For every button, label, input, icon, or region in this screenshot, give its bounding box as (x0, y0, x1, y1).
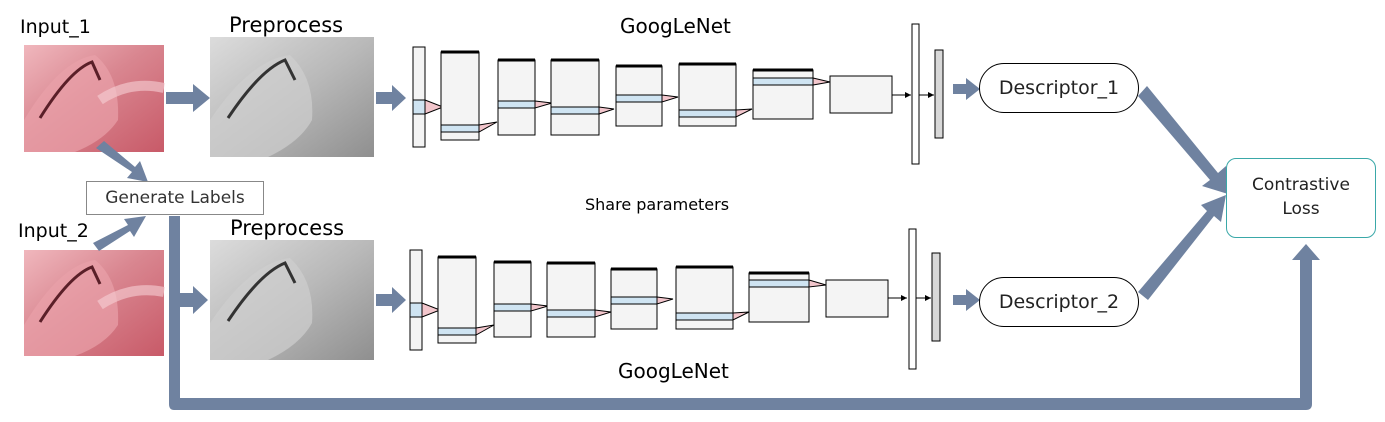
input1-label: Input_1 (20, 16, 91, 38)
contrastive-loss-box: Contrastive Loss (1226, 158, 1376, 238)
googlenet-bottom (409, 228, 941, 370)
preprocess1-image (210, 37, 374, 157)
arrow-descriptor2-to-loss (1138, 195, 1226, 300)
arrow-generate-to-preprocess2 (169, 216, 208, 314)
arrow-input1-to-preprocess1 (166, 84, 210, 112)
input2-label: Input_2 (18, 220, 89, 242)
share-parameters-label: Share parameters (585, 195, 730, 214)
descriptor1-box: Descriptor_1 (979, 63, 1139, 113)
generate-labels-box: Generate Labels (86, 181, 264, 215)
googlenet-top-label: GoogLeNet (620, 14, 731, 38)
arrow-input2-to-generate (93, 216, 146, 251)
arrow-input1-to-generate (96, 141, 148, 182)
googlenet-top (412, 23, 944, 165)
arrow-preprocess1-to-network1 (376, 85, 406, 111)
preprocess2-image (210, 240, 374, 360)
descriptor2-box: Descriptor_2 (979, 277, 1139, 327)
preprocess2-label: Preprocess (230, 216, 345, 240)
arrow-fc2-to-descriptor2 (953, 289, 980, 311)
input2-image (24, 250, 166, 356)
arrow-descriptor1-to-loss (1138, 86, 1228, 194)
arrow-preprocess2-to-network2 (376, 287, 406, 313)
googlenet-bottom-label: GoogLeNet (618, 359, 729, 383)
arrow-fc1-to-descriptor1 (953, 78, 980, 100)
preprocess1-label: Preprocess (229, 13, 344, 37)
input1-image (24, 45, 166, 152)
